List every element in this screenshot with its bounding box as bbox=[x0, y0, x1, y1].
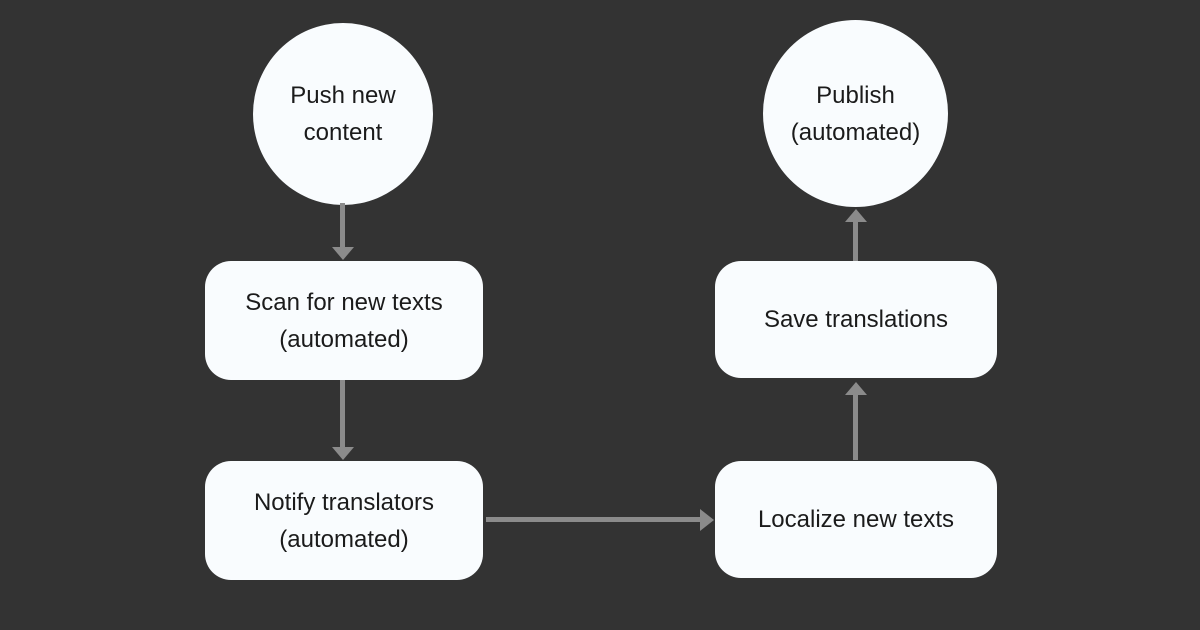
arrow-push-to-scan bbox=[332, 203, 354, 260]
arrow-shaft bbox=[853, 219, 858, 261]
node-label: Push new content bbox=[290, 82, 396, 146]
node-label: Scan for new texts (automated) bbox=[245, 288, 443, 353]
node-label: Publish (automated) bbox=[790, 81, 921, 146]
arrow-save-to-publish bbox=[845, 206, 867, 261]
arrow-shaft bbox=[340, 203, 345, 247]
node-save-translations: Save translations bbox=[715, 261, 997, 378]
node-localize-new-texts: Localize new texts bbox=[715, 461, 997, 578]
node-label: Save translations bbox=[763, 306, 949, 333]
node-label: Notify translators (automated) bbox=[253, 488, 435, 553]
arrow-head-down-icon bbox=[332, 247, 354, 263]
arrow-head-up-icon bbox=[845, 206, 867, 222]
arrow-notify-to-localize bbox=[486, 509, 714, 531]
node-label: Localize new texts bbox=[757, 506, 955, 533]
arrow-head-down-icon bbox=[332, 447, 354, 463]
node-notify-translators: Notify translators (automated) bbox=[205, 461, 483, 580]
node-push-new-content: Push new content bbox=[253, 23, 433, 205]
arrow-localize-to-save bbox=[845, 379, 867, 460]
node-publish-automated: Publish (automated) bbox=[763, 20, 948, 207]
arrow-scan-to-notify bbox=[332, 380, 354, 460]
arrow-head-right-icon bbox=[700, 509, 717, 531]
arrow-shaft bbox=[486, 517, 700, 522]
arrow-shaft bbox=[853, 392, 858, 460]
arrow-shaft bbox=[340, 380, 345, 447]
arrow-head-up-icon bbox=[845, 379, 867, 395]
node-scan-for-new-texts: Scan for new texts (automated) bbox=[205, 261, 483, 380]
